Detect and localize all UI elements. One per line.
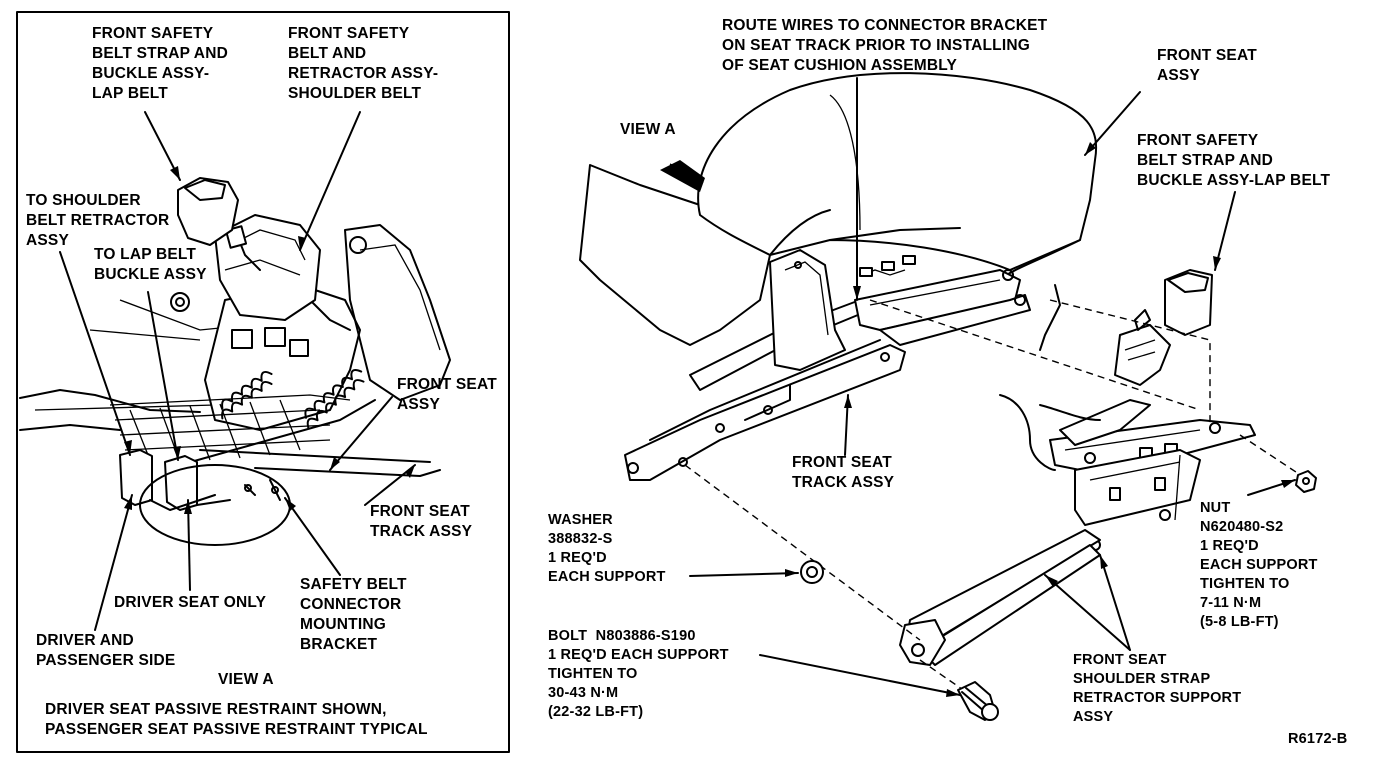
- callout-nut: NUT N620480-S2 1 REQ'D EACH SUPPORT TIGH…: [1200, 500, 1318, 630]
- callout-driver-passenger-side: DRIVER AND PASSENGER SIDE: [36, 632, 176, 669]
- seat-track-cross-member: [854, 255, 1031, 346]
- wiring-harness: [999, 284, 1101, 471]
- nut-part: [1295, 470, 1317, 493]
- right-leaders: [689, 77, 1296, 697]
- callout-front-seat-track-right: FRONT SEAT TRACK ASSY: [792, 454, 895, 491]
- callout-to-shoulder-retractor: TO SHOULDER BELT RETRACTOR ASSY: [26, 192, 170, 249]
- bolt-part: [957, 681, 999, 721]
- view-a-label-right: VIEW A: [620, 121, 676, 138]
- seat-side-bracket: [769, 249, 846, 371]
- left-crosshatch-plate: [109, 394, 376, 466]
- callout-washer: WASHER 388832-S 1 REQ'D EACH SUPPORT: [548, 512, 666, 585]
- callout-belt-strap-buckle-right: FRONT SAFETY BELT STRAP AND BUCKLE ASSY-…: [1137, 132, 1331, 189]
- left-leaders: [59, 111, 416, 631]
- callout-to-lap-buckle: TO LAP BELT BUCKLE ASSY: [94, 246, 207, 283]
- seat-cushion: [579, 72, 1098, 346]
- seat-track-right-rail: [1049, 399, 1256, 471]
- right-buckle: [1114, 269, 1213, 386]
- callout-front-seat-assy-right: FRONT SEAT ASSY: [1157, 47, 1257, 84]
- callout-front-seat-assy-left: FRONT SEAT ASSY: [397, 376, 497, 413]
- washer-part: [800, 560, 824, 584]
- left-seat-frame: [204, 224, 451, 431]
- callout-safety-belt-connector: SAFETY BELT CONNECTOR MOUNTING BRACKET: [300, 576, 407, 653]
- callout-shoulder-strap-support: FRONT SEAT SHOULDER STRAP RETRACTOR SUPP…: [1073, 652, 1242, 725]
- callout-belt-strap-buckle-left: FRONT SAFETY BELT STRAP AND BUCKLE ASSY-…: [92, 25, 228, 102]
- left-buckle: [177, 177, 239, 246]
- caption-line-2: PASSENGER SEAT PASSIVE RESTRAINT TYPICAL: [45, 721, 428, 738]
- left-connector-bracket: [119, 449, 291, 546]
- callout-bolt: BOLT N803886-S190 1 REQ'D EACH SUPPORT T…: [548, 628, 729, 720]
- left-bolt: [170, 292, 190, 312]
- view-a-arrow: [660, 160, 705, 192]
- figure-code: R6172-B: [1288, 731, 1348, 747]
- callout-front-seat-track-left: FRONT SEAT TRACK ASSY: [370, 503, 473, 540]
- view-a-frame: [16, 11, 510, 753]
- callout-belt-retractor-left: FRONT SAFETY BELT AND RETRACTOR ASSY- SH…: [288, 25, 439, 102]
- callout-route-wires: ROUTE WIRES TO CONNECTOR BRACKET ON SEAT…: [722, 17, 1048, 74]
- left-springs: [221, 327, 365, 429]
- retractor-support-assy: [899, 449, 1201, 666]
- caption-line-1: DRIVER SEAT PASSIVE RESTRAINT SHOWN,: [45, 701, 387, 718]
- view-a-label-left: VIEW A: [218, 671, 274, 688]
- callout-driver-seat-only: DRIVER SEAT ONLY: [114, 594, 267, 611]
